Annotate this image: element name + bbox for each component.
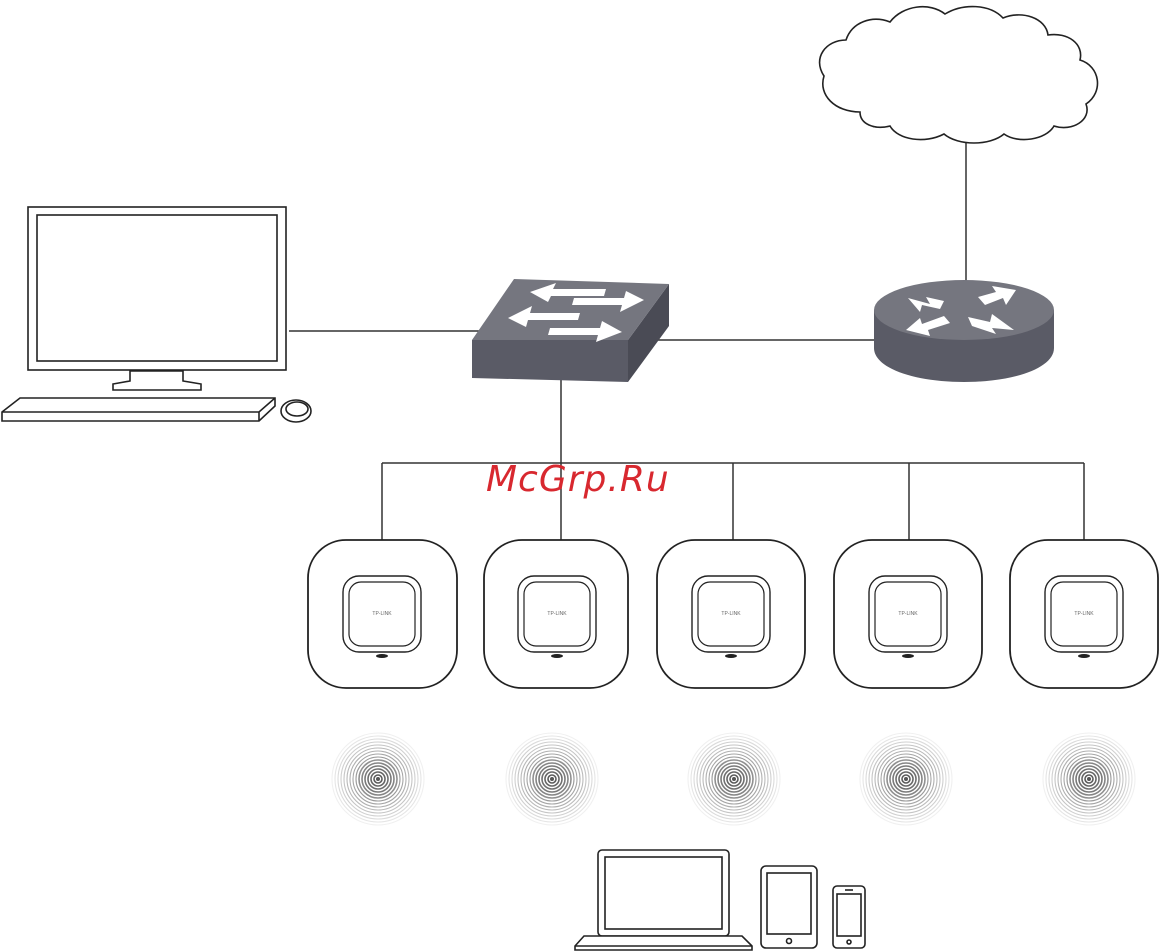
ap-brand-label: TP-LINK xyxy=(372,611,392,617)
access-point-2: TP-LINK xyxy=(484,540,628,688)
wifi-signals xyxy=(332,733,1135,825)
wifi-signal-icon xyxy=(860,733,952,825)
monitor-stand xyxy=(113,371,201,390)
access-point-5: TP-LINK xyxy=(1010,540,1158,688)
wifi-signal-icon xyxy=(332,733,424,825)
wifi-signal-icon xyxy=(1043,733,1135,825)
access-point-1: TP-LINK xyxy=(308,540,457,688)
laptop-icon xyxy=(575,850,752,950)
ap-brand-label: TP-LINK xyxy=(547,611,567,617)
ap-brand-label: TP-LINK xyxy=(721,611,741,617)
keyboard-icon xyxy=(2,398,275,421)
desktop-computer xyxy=(2,207,311,422)
switch-icon xyxy=(472,279,669,382)
wifi-signal-icon xyxy=(506,733,598,825)
access-point-4: TP-LINK xyxy=(834,540,982,688)
ap-brand-label: TP-LINK xyxy=(898,611,918,617)
access-point-3: TP-LINK xyxy=(657,540,805,688)
monitor-screen xyxy=(37,215,277,361)
phone-icon xyxy=(833,886,865,948)
wifi-signal-icon xyxy=(688,733,780,825)
router-icon xyxy=(874,280,1054,382)
tablet-icon xyxy=(761,866,817,948)
mouse-icon xyxy=(281,400,311,422)
cloud-icon xyxy=(820,7,1098,143)
watermark-text: McGrp.Ru xyxy=(486,459,670,500)
ap-brand-label: TP-LINK xyxy=(1074,611,1094,617)
